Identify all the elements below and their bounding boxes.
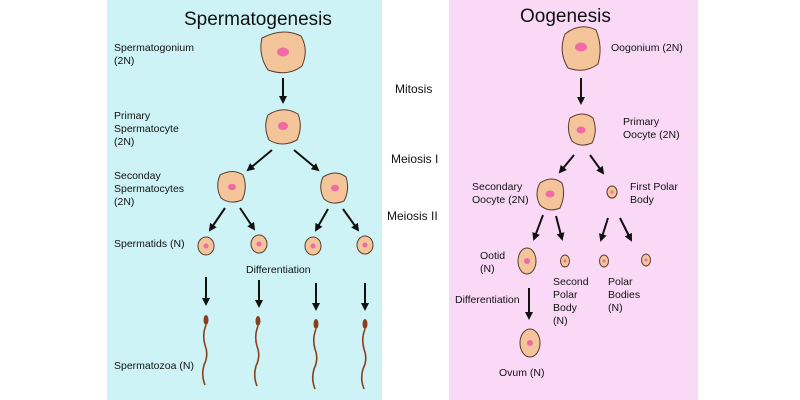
primary-spermatocyte-label: Primary Spermatocyte (2N): [114, 110, 179, 149]
label-line: Spermatocyte: [114, 123, 179, 136]
spermatids-label: Spermatids (N): [114, 238, 185, 250]
label-line: Ootid: [480, 250, 506, 262]
arrow: [558, 154, 575, 174]
secondary-spermatocyte-cell: [320, 172, 349, 204]
arrow: [315, 208, 329, 232]
secondary-oocyte-cell: [536, 178, 565, 211]
label-line: Bodies: [608, 289, 641, 302]
arrow: [342, 208, 360, 232]
oogonium-label: Oogonium (2N): [611, 42, 683, 54]
spermatozoon: [253, 316, 261, 387]
arrow: [293, 149, 320, 172]
label-line: Primary: [623, 116, 660, 128]
secondary-oocyte-label: Secondary Oocyte (2N): [472, 181, 529, 207]
oogonium-cell: [561, 26, 601, 71]
label-line: (2N): [114, 196, 135, 209]
spermatozoon: [311, 319, 319, 390]
label-line: Oocyte (2N): [472, 194, 529, 207]
sperm-differentiation-label: Differentiation: [246, 264, 311, 276]
spermatid-cell: [250, 234, 268, 254]
label-line: Body: [630, 194, 654, 207]
label-line: (N): [608, 302, 623, 315]
spermatogenesis-title: Spermatogenesis: [184, 9, 332, 30]
label-line: Secondary: [472, 181, 523, 193]
label-line: (2N): [114, 55, 135, 68]
spermatid-cell: [197, 236, 215, 256]
ootid-label: Ootid (N): [480, 250, 505, 276]
first-polar-body-label: First Polar Body: [630, 181, 678, 207]
arrow: [208, 207, 226, 232]
label-line: Oocyte (2N): [623, 129, 680, 142]
mitosis-label: Mitosis: [395, 82, 433, 96]
spermatid-cell: [356, 235, 374, 255]
ootid-cell: [517, 247, 537, 275]
polar-body-cell: [599, 254, 609, 268]
label-line: (N): [553, 315, 568, 328]
arrow: [555, 215, 565, 241]
label-line: Seconday: [114, 170, 161, 182]
arrow: [246, 149, 273, 172]
label-line: Body: [553, 302, 577, 315]
secondary-spermatocytes-label: Seconday Spermatocytes (2N): [114, 170, 184, 209]
label-line: Second: [553, 276, 589, 288]
polar-body-cell: [641, 253, 651, 267]
label-line: Spermatogonium: [114, 42, 194, 54]
spermatogonium-label: Spermatogonium (2N): [114, 42, 194, 68]
arrow: [532, 214, 544, 241]
label-line: (2N): [114, 136, 135, 149]
arrow: [619, 217, 632, 242]
ovum-cell: [519, 328, 541, 358]
first-polar-body-cell: [606, 185, 618, 199]
spermatozoon: [360, 319, 368, 390]
label-line: Spermatocytes: [114, 183, 185, 196]
polar-bodies-label: Polar Bodies (N): [608, 276, 640, 315]
oo-differentiation-label: Differentiation: [455, 294, 520, 306]
spermatozoon: [201, 315, 209, 386]
meiosis-one-label: Meiosis I: [391, 152, 439, 166]
spermatogonium-cell: [260, 31, 306, 74]
label-line: Primary: [114, 110, 151, 122]
label-line: First Polar: [630, 181, 678, 193]
arrow: [589, 154, 605, 175]
oogenesis-title: Oogenesis: [520, 6, 611, 27]
secondary-spermatocyte-cell: [217, 171, 246, 203]
ovum-label: Ovum (N): [499, 367, 545, 379]
spermatozoa-label: Spermatozoa (N): [114, 360, 194, 372]
label-line: (N): [480, 263, 495, 276]
primary-oocyte-label: Primary Oocyte (2N): [623, 116, 680, 142]
primary-oocyte-cell: [567, 113, 596, 146]
label-line: Polar: [608, 276, 633, 288]
second-polar-body-cell: [560, 254, 570, 268]
meiosis-two-label: Meiosis II: [387, 209, 438, 223]
spermatid-cell: [304, 236, 322, 256]
arrow: [599, 217, 609, 242]
arrow: [239, 207, 256, 231]
primary-spermatocyte-cell: [265, 109, 301, 145]
label-line: Polar: [553, 289, 578, 302]
second-polar-body-label: Second Polar Body (N): [553, 276, 589, 329]
